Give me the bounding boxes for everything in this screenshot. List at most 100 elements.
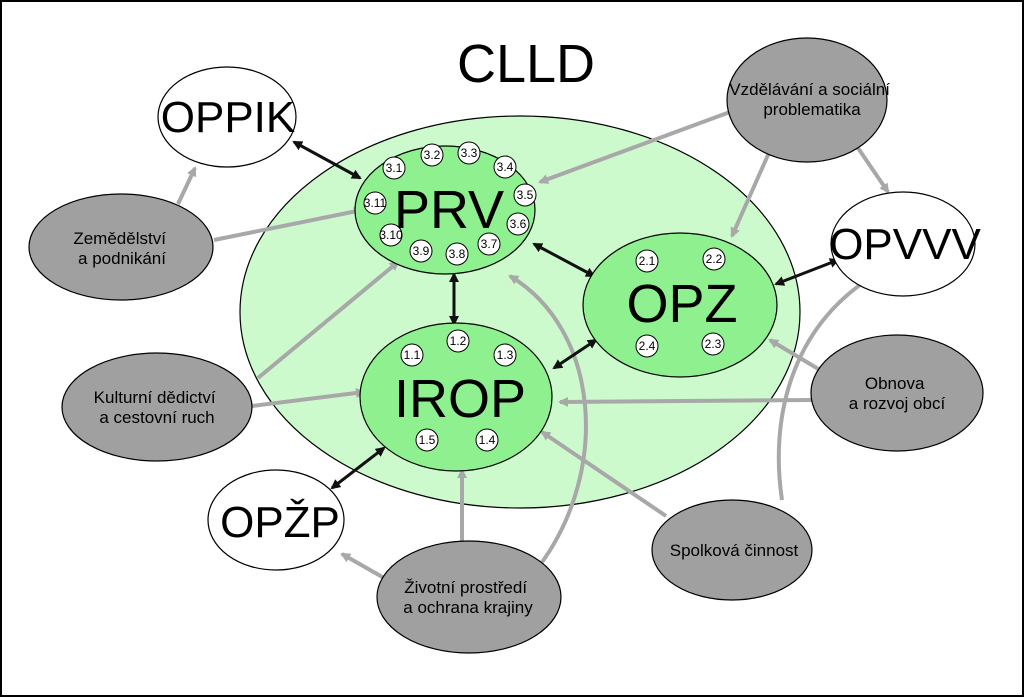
measure-label: 3.9 <box>413 244 430 258</box>
theme-zemedelstvi: Zemědělství a podnikání <box>28 193 214 301</box>
arrow-zemedelstvi-prv <box>213 206 364 242</box>
program-opvvv: OPVVV <box>829 191 981 297</box>
measure-1-2: 1.2 <box>446 329 470 353</box>
thematic-arrows <box>176 110 890 580</box>
measure-3-9: 3.9 <box>409 239 433 263</box>
program-oppik-label: OPPIK <box>161 93 296 142</box>
arrow-zemedelstvi-oppik <box>176 166 197 205</box>
measure-label: 1.3 <box>497 348 514 362</box>
arrow-spolkova-irop <box>540 430 668 518</box>
link-opz-opvvv <box>774 258 840 286</box>
arrow-zivotni-opzp <box>340 552 385 580</box>
arrow-vzdelavani-opvvv <box>856 146 890 194</box>
program-prv: PRV 3.1 3.2 3.3 3.43.5 3.6 3.7 3.8 3.9 3.10 3.11 <box>354 141 537 275</box>
measure-label: 3.4 <box>497 160 514 174</box>
measure-label: 1.4 <box>479 433 496 447</box>
svg-text:Životní prostředí a ochr: Životní prostředí a ochrana krajiny <box>403 578 533 617</box>
theme-kultura-line2: a cestovní ruch <box>99 408 214 427</box>
theme-zivotni: Životní prostředí a ochrana krajiny <box>376 540 562 654</box>
svg-text:Spolková činnost: Spolková činnost <box>670 541 799 560</box>
measure-label: 3.8 <box>449 247 466 261</box>
theme-obnova-line2: a rozvoj obcí <box>849 394 946 413</box>
arrow-vzdelavani-prv <box>538 110 731 184</box>
svg-text:Obnova a rozvoj obcí: Obnova a rozvoj obcí <box>849 374 946 413</box>
measure-3-5: 3.5 <box>513 183 537 207</box>
measure-label: 3.7 <box>481 237 498 251</box>
measure-3-10: 3.10 <box>379 223 403 247</box>
measure-label: 1.2 <box>450 334 467 348</box>
measure-3-2: 3.2 <box>420 143 444 167</box>
link-irop-opz <box>552 338 598 370</box>
measure-2-1: 2.1 <box>635 249 659 273</box>
theme-obnova-line1: Obnova <box>865 374 925 393</box>
measure-1-1: 1.1 <box>400 343 424 367</box>
svg-text:Zemědělství a podnikání: Zemědělství a podnikání <box>73 229 170 268</box>
measure-2-3: 2.3 <box>701 332 725 356</box>
measure-3-4: 3.4 <box>493 155 517 179</box>
arrow-obnova-irop <box>558 396 813 407</box>
link-oppik-prv <box>292 140 362 180</box>
svg-text:Kulturní dědictví a cest: Kulturní dědictví a cestovní ruch <box>94 388 221 427</box>
theme-vzdelavani-line2: problematika <box>763 100 861 119</box>
measure-label: 2.1 <box>639 254 656 268</box>
arrow-spolkova-opvvv <box>776 276 872 501</box>
measure-3-8: 3.8 <box>445 242 469 266</box>
svg-text:Vzdělávání a sociální pr: Vzdělávání a sociální problematika <box>729 80 894 119</box>
measure-2-4: 2.4 <box>635 334 659 358</box>
program-irop: IROP 1.1 1.2 1.3 1.4 1.5 <box>359 322 553 472</box>
link-irop-opzp <box>330 446 386 490</box>
theme-kultura-line1: Kulturní dědictví <box>94 388 216 407</box>
measure-label: 3.2 <box>424 148 441 162</box>
measure-label: 2.2 <box>706 252 723 266</box>
program-opzp-label: OPŽP <box>220 498 340 547</box>
program-links <box>292 140 840 490</box>
theme-vzdelavani-line1: Vzdělávání a sociální <box>729 80 890 99</box>
measure-2-2: 2.2 <box>702 247 726 271</box>
measure-3-6: 3.6 <box>506 212 530 236</box>
theme-kultura: Kulturní dědictví a cestovní ruch <box>61 352 253 462</box>
measure-label: 2.3 <box>705 337 722 351</box>
measure-label: 3.10 <box>379 228 403 242</box>
opz-measures: 2.1 2.2 2.3 2.4 <box>635 247 726 358</box>
measure-label: 1.5 <box>419 433 436 447</box>
arrow-kultura-prv <box>256 260 400 380</box>
theme-spolkova-line1: Spolková činnost <box>670 541 799 560</box>
measure-3-1: 3.1 <box>382 156 406 180</box>
measure-label: 3.11 <box>364 196 387 210</box>
theme-zivotni-line1: Životní prostředí <box>404 578 527 597</box>
measure-label: 2.4 <box>639 339 656 353</box>
theme-vzdelavani: Vzdělávání a sociální problematika <box>726 37 894 163</box>
measure-label: 3.6 <box>510 217 527 231</box>
program-opzp: OPŽP <box>207 469 345 571</box>
theme-obnova: Obnova a rozvoj obcí <box>810 334 984 452</box>
clld-title: CLLD <box>457 34 595 94</box>
program-oppik: OPPIK <box>157 66 297 168</box>
measure-1-3: 1.3 <box>493 343 517 367</box>
measure-label: 1.1 <box>404 348 421 362</box>
measure-label: 3.5 <box>517 188 534 202</box>
arrow-kultura-irop <box>251 388 366 408</box>
measure-1-4: 1.4 <box>475 428 499 452</box>
arrow-obnova-opz <box>768 338 822 372</box>
measure-3-11: 3.11 <box>363 191 387 215</box>
link-prv-opz <box>532 242 596 278</box>
program-opvvv-label: OPVVV <box>829 220 981 269</box>
prv-measures: 3.1 3.2 3.3 3.43.5 3.6 3.7 3.8 3.9 3.10 3.11 <box>363 141 537 266</box>
irop-measures: 1.1 1.2 1.3 1.4 1.5 <box>400 329 517 452</box>
measure-3-3: 3.3 <box>457 141 481 165</box>
theme-zivotni-line2: a ochrana krajiny <box>403 598 533 617</box>
program-opz: OPZ 2.1 2.2 2.3 2.4 <box>582 232 778 378</box>
measure-label: 3.3 <box>461 146 478 160</box>
program-opz-label: OPZ <box>626 274 737 334</box>
theme-zemedelstvi-line1: Zemědělství <box>73 229 166 248</box>
program-prv-label: PRV <box>394 180 504 240</box>
arrow-zivotni-prv <box>508 274 588 567</box>
theme-spolkova: Spolková činnost <box>651 499 813 601</box>
theme-zemedelstvi-line2: a podnikání <box>78 249 166 268</box>
program-irop-label: IROP <box>394 369 526 429</box>
measure-1-5: 1.5 <box>415 428 439 452</box>
measure-3-7: 3.7 <box>477 232 501 256</box>
measure-label: 3.1 <box>386 161 403 175</box>
arrow-vzdelavani-opz <box>730 145 774 238</box>
